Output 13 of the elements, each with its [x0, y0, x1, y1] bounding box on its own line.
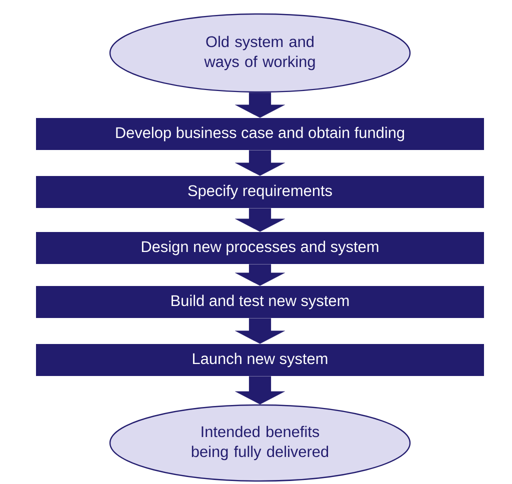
block-arrow [234, 92, 286, 118]
ellipse-node: Intended benefits being fully delivered [109, 404, 411, 482]
block-arrow [234, 150, 286, 176]
process-bar: Specify requirements [36, 176, 484, 208]
block-arrow [234, 318, 286, 344]
block-arrow [234, 376, 286, 404]
process-bar: Build and test new system [36, 286, 484, 318]
ellipse-node: Old system and ways of working [109, 13, 411, 93]
block-arrow [234, 264, 286, 286]
process-bar: Develop business case and obtain funding [36, 118, 484, 150]
block-arrow [234, 208, 286, 232]
process-bar: Design new processes and system [36, 232, 484, 264]
process-bar: Launch new system [36, 344, 484, 376]
